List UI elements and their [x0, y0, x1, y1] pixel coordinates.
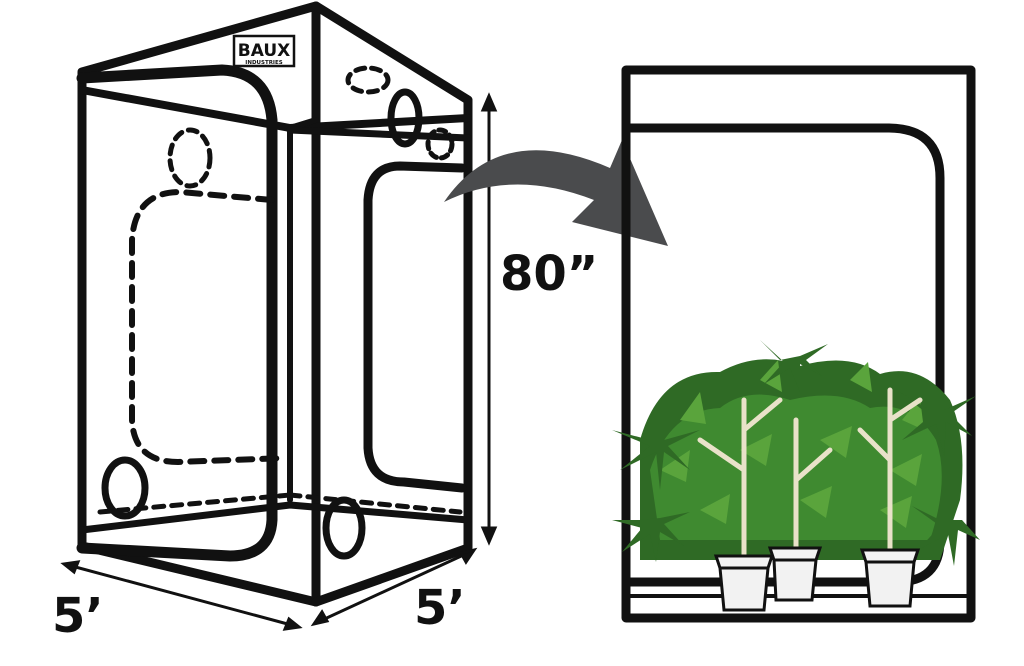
width-arrow-head-left	[60, 560, 81, 575]
curved-arrow-icon	[444, 140, 668, 246]
width-dimension-label: 5’	[52, 588, 104, 644]
width-arrow-line	[67, 563, 296, 628]
brand-logo: BAUX INDUSTRIES	[232, 34, 296, 68]
vent-side-top	[387, 88, 423, 148]
depth-arrow-head-right	[458, 547, 478, 565]
tent-roof-band	[286, 126, 472, 142]
vent-front-bottom	[101, 456, 149, 520]
foliage-highlights	[660, 360, 924, 528]
plant-stems	[697, 387, 923, 559]
plant-pot-icon	[713, 546, 921, 612]
cannabis-plant-icon	[612, 340, 980, 566]
tent-front-door	[76, 64, 278, 562]
tent-side-door	[363, 161, 467, 493]
vent-top-dashed	[345, 65, 391, 95]
tent-open-door-outline	[626, 123, 945, 587]
plants-group	[612, 340, 980, 612]
height-dimension-label: 80”	[500, 246, 598, 302]
pot-right	[859, 548, 921, 608]
height-arrow-head-bottom	[480, 526, 498, 546]
tent-floor-line	[78, 501, 472, 534]
vent-floor-bottom	[322, 496, 366, 560]
brand-logo-subtext: INDUSTRIES	[245, 60, 282, 66]
pot-left	[713, 554, 775, 612]
depth-dimension-label: 5’	[414, 580, 466, 636]
width-arrow-head-right	[282, 616, 303, 631]
vent-back-dashed	[167, 127, 213, 189]
tent-back-door-dashed	[129, 189, 289, 465]
tent-3d-view	[76, 1, 473, 607]
brand-logo-text: BAUX	[238, 41, 291, 61]
height-arrow-head-top	[480, 92, 498, 112]
tent-side-face	[311, 1, 473, 607]
depth-arrow-line	[317, 550, 471, 624]
tent-front-frame	[621, 65, 976, 623]
vent-side-small-dashed	[425, 127, 455, 161]
depth-arrow-head-left	[310, 609, 330, 627]
tent-floor-dashed	[97, 492, 463, 515]
pot-middle	[767, 546, 823, 602]
